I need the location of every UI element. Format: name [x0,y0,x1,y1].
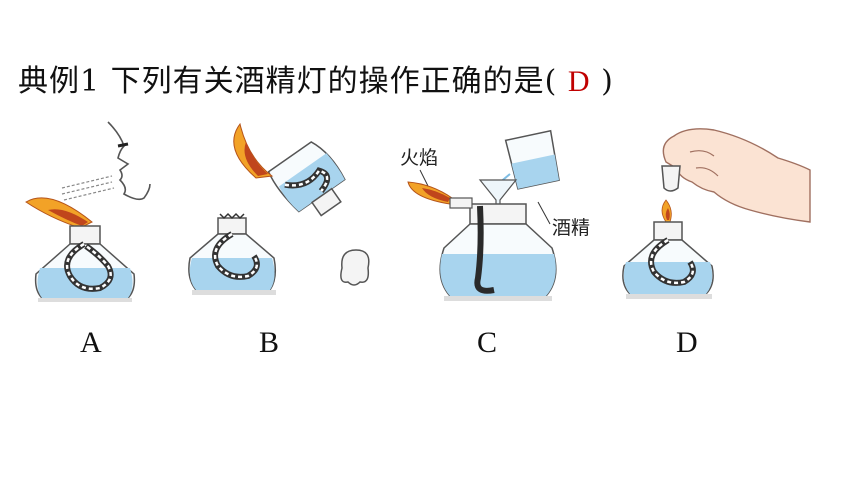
face-profile-icon [107,121,151,201]
figure-b-lighting-with-lamp [182,118,382,308]
label-flame: 火焰 [400,147,438,169]
lamp-cap-icon [340,249,370,286]
figure-c-adding-alcohol: 火焰 酒精 [398,118,608,308]
question-prefix: 典例1 下列有关酒精灯的操作正确的是 [18,64,545,99]
option-label-a: A [80,326,102,359]
option-label-d: D [676,326,698,359]
figure-a-blowing-out [20,118,180,308]
question-text: 典例1 下列有关酒精灯的操作正确的是( D ) [18,56,614,100]
lamp-cap-icon [661,165,681,192]
label-alcohol: 酒精 [552,217,590,239]
answer-text: D [567,65,591,98]
paren-open: ( [544,64,568,99]
paren-close: ) [590,64,614,99]
figure-d-cap-extinguish [618,118,818,308]
flame-icon [233,122,274,179]
option-label-c: C [477,326,498,359]
hand-icon [662,128,811,223]
option-label-b: B [259,326,280,359]
